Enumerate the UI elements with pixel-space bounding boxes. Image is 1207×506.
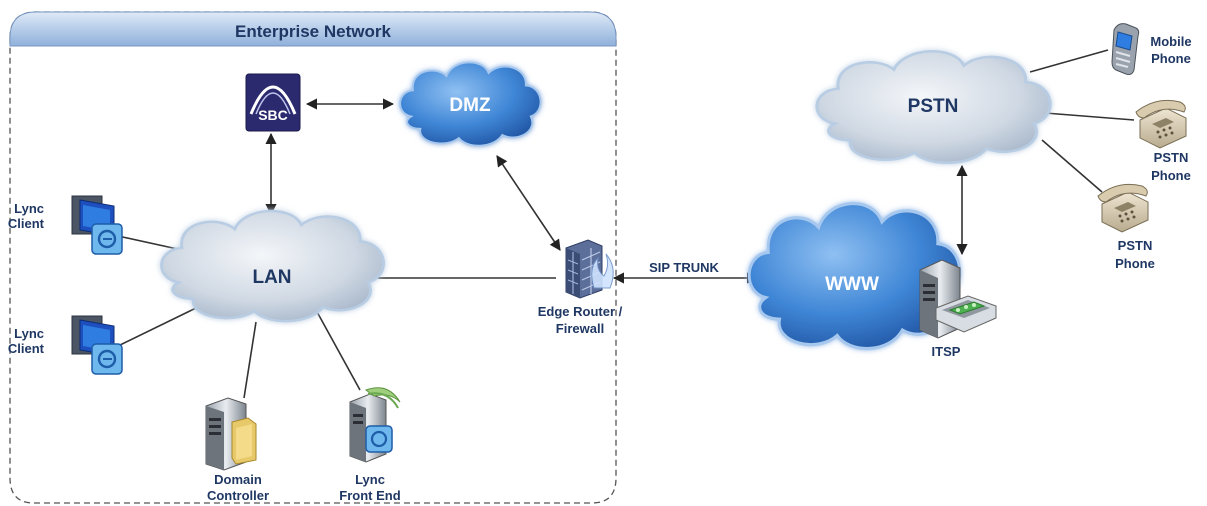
lync-client-1-label: Lync Client — [8, 201, 45, 231]
connections — [117, 49, 1135, 399]
lync-client-2-label: Lync Client — [8, 326, 45, 356]
edge-router-label: Edge Router / Firewall — [538, 304, 623, 336]
pstn-phone-2-line2: Phone — [1115, 256, 1155, 271]
lync-client-1-line1: Lync — [14, 201, 44, 216]
lan-client2-link — [117, 307, 197, 347]
lync-front-end-icon — [349, 387, 401, 463]
lan-frontend-link — [315, 309, 361, 391]
lync-front-end-line1: Lync — [355, 472, 385, 487]
lan-client1-link — [117, 235, 183, 251]
pstn-phone-1-icon — [1135, 99, 1187, 149]
domain-controller-label: Domain Controller — [207, 472, 269, 503]
pstn-phone1-link — [1044, 112, 1135, 121]
pstn-phone-2-label: PSTN Phone — [1115, 238, 1155, 271]
sbc-logo-text: SBC — [258, 107, 288, 123]
lync-client-1-icon — [71, 195, 123, 255]
lync-client-2-line2: Client — [8, 341, 45, 356]
sip-trunk-label: SIP TRUNK — [649, 260, 719, 275]
pstn-phone-2-icon — [1097, 183, 1149, 233]
sbc-logo: SBC — [245, 73, 301, 132]
pstn-phone2-link — [1041, 139, 1103, 193]
pstn-phone-1-line1: PSTN — [1154, 150, 1189, 165]
pstn-phone-2-line1: PSTN — [1118, 238, 1153, 253]
pstn-label: PSTN — [908, 96, 959, 117]
mobile-phone-icon — [1111, 23, 1140, 75]
www-label: WWW — [825, 274, 879, 295]
lync-client-2-line1: Lync — [14, 326, 44, 341]
enterprise-header-bar — [9, 11, 617, 47]
firewall-icon — [565, 239, 614, 299]
pstn-mobile-link — [1029, 49, 1109, 73]
itsp-label: ITSP — [932, 344, 961, 359]
lync-client-1-line2: Client — [8, 216, 45, 231]
edge-router-line2: Firewall — [556, 321, 604, 336]
mobile-phone-line1: Mobile — [1150, 34, 1191, 49]
pstn-phone-1-label: PSTN Phone — [1151, 150, 1191, 183]
dmz-label: DMZ — [449, 95, 491, 116]
itsp-server-icon — [919, 259, 997, 339]
domain-controller-line1: Domain — [214, 472, 262, 487]
domain-controller-line2: Controller — [207, 488, 269, 503]
lan-domain-link — [243, 321, 257, 399]
dmz-firewall-link — [496, 155, 561, 251]
mobile-phone-label: Mobile Phone — [1150, 34, 1191, 66]
domain-controller-icon — [205, 397, 257, 471]
lync-client-2-icon — [71, 315, 123, 375]
enterprise-title: Enterprise Network — [235, 22, 391, 41]
lan-label: LAN — [252, 267, 291, 288]
mobile-phone-line2: Phone — [1151, 51, 1191, 66]
lync-front-end-label: Lync Front End — [339, 472, 400, 503]
lync-front-end-line2: Front End — [339, 488, 400, 503]
enterprise-network-region: Enterprise Network — [9, 11, 617, 504]
edge-router-line1: Edge Router / — [538, 304, 623, 319]
pstn-phone-1-line2: Phone — [1151, 168, 1191, 183]
